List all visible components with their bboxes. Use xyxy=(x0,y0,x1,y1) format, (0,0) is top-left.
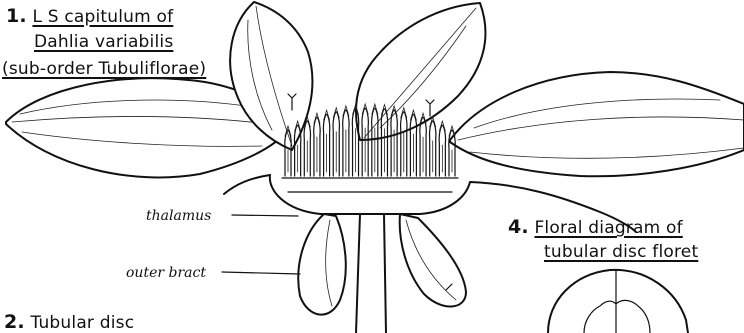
section-2-heading: 2. Tubular disc xyxy=(4,313,134,332)
disc-floret xyxy=(449,126,455,176)
thalamus-label: thalamus xyxy=(146,209,211,223)
disc-floret xyxy=(333,108,339,176)
ray-petal-right xyxy=(450,72,744,176)
figure-title-text1: L S capitulum of xyxy=(32,7,173,27)
floral-diagram xyxy=(548,270,688,333)
section-4-text1: Floral diagram of xyxy=(534,218,682,238)
outer-bract-left xyxy=(298,214,346,315)
section-2-number: 2. xyxy=(4,311,25,333)
section-4-heading-line2: tubular disc floret xyxy=(544,244,698,261)
disc-floret xyxy=(439,121,445,176)
thalamus-leader-line xyxy=(232,215,298,216)
disc-floret xyxy=(304,117,310,176)
section-4-heading-line1: 4. Floral diagram of xyxy=(508,218,683,237)
outer-bract-right xyxy=(400,214,466,307)
section-4-number: 4. xyxy=(508,216,529,238)
figure-title-line2: Dahlia variabilis xyxy=(34,34,173,51)
figure-title-line3: (sub-order Tubuliflorae) xyxy=(2,61,206,78)
figure-number: 1. xyxy=(6,5,27,27)
figure-title-line1: 1. L S capitulum of xyxy=(6,7,173,26)
outer-bract-leader-line xyxy=(222,272,300,274)
section-2-text: Tubular disc xyxy=(30,313,134,333)
outer-bract-label: outer bract xyxy=(126,266,206,280)
disc-floret xyxy=(323,110,329,176)
disc-floret xyxy=(343,106,349,176)
disc-floret xyxy=(314,113,320,176)
ray-petal-upper-right xyxy=(356,3,485,140)
disc-floret xyxy=(430,117,436,176)
peduncle xyxy=(356,214,386,333)
